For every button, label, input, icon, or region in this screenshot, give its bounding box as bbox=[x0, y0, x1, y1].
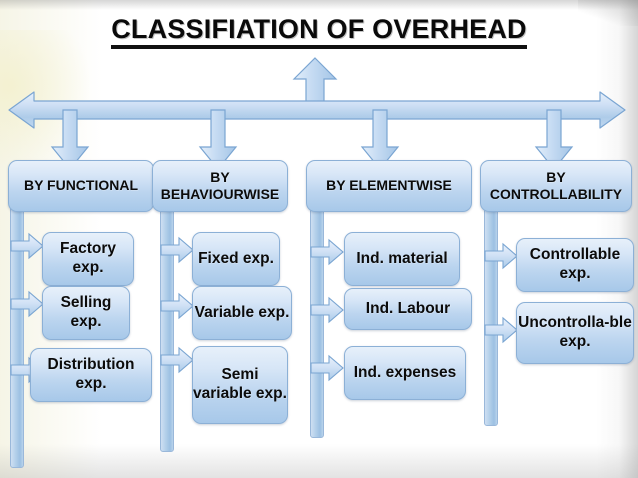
item-label: Controllable exp. bbox=[529, 246, 621, 282]
item-label: Fixed exp. bbox=[198, 249, 274, 267]
header-by-elementwise[interactable]: BY ELEMENTWISE bbox=[306, 160, 472, 212]
right-arrow-icon bbox=[310, 354, 344, 382]
header-by-functional[interactable]: BY FUNCTIONAL bbox=[8, 160, 154, 212]
header-label: BY ELEMENTWISE bbox=[326, 177, 452, 194]
right-arrow-icon bbox=[484, 242, 518, 270]
slide-title-text: CLASSIFIATION OF OVERHEAD bbox=[111, 14, 527, 49]
right-arrow-icon bbox=[484, 316, 518, 344]
item-variable-exp[interactable]: Variable exp. bbox=[192, 286, 292, 340]
item-label: Uncontrolla-ble exp. bbox=[518, 314, 632, 350]
column-spine bbox=[484, 200, 498, 426]
item-factory-exp[interactable]: Factory exp. bbox=[42, 232, 134, 286]
item-ind-expenses[interactable]: Ind. expenses bbox=[344, 346, 466, 400]
down-arrow-icon bbox=[360, 109, 400, 170]
item-label: Distribution exp. bbox=[47, 356, 135, 392]
item-semi-variable-exp[interactable]: Semi variable exp. bbox=[192, 346, 288, 424]
down-arrow-icon bbox=[198, 109, 238, 170]
right-arrow-icon bbox=[310, 238, 344, 266]
item-fixed-exp[interactable]: Fixed exp. bbox=[192, 232, 280, 286]
down-arrow-icon bbox=[50, 109, 90, 170]
item-selling-exp[interactable]: Selling exp. bbox=[42, 286, 130, 340]
item-label: Selling exp. bbox=[60, 294, 112, 330]
item-label: Variable exp. bbox=[194, 303, 290, 321]
item-label: Ind. material bbox=[356, 249, 448, 267]
item-controllable-exp[interactable]: Controllable exp. bbox=[516, 238, 634, 292]
right-arrow-icon bbox=[10, 232, 44, 260]
header-label: BY BEHAVIOURWISE bbox=[160, 168, 280, 202]
item-uncontrollable-exp[interactable]: Uncontrolla-ble exp. bbox=[516, 302, 634, 364]
right-arrow-icon bbox=[160, 236, 194, 264]
header-label: BY FUNCTIONAL bbox=[23, 177, 139, 194]
double-headed-arrow-icon bbox=[8, 91, 626, 129]
right-arrow-icon bbox=[160, 292, 194, 320]
right-arrow-icon bbox=[160, 346, 194, 374]
right-arrow-icon bbox=[310, 296, 344, 324]
item-ind-labour[interactable]: Ind. Labour bbox=[344, 288, 472, 330]
item-label: Factory exp. bbox=[60, 240, 116, 276]
item-ind-material[interactable]: Ind. material bbox=[344, 232, 460, 286]
slide-title: CLASSIFIATION OF OVERHEAD bbox=[0, 14, 638, 49]
header-by-behaviourwise[interactable]: BY BEHAVIOURWISE bbox=[152, 160, 288, 212]
header-by-controllability[interactable]: BY CONTROLLABILITY bbox=[480, 160, 632, 212]
item-label: Ind. expenses bbox=[353, 363, 457, 381]
down-arrow-icon bbox=[534, 109, 574, 170]
right-arrow-icon bbox=[10, 290, 44, 318]
item-distribution-exp[interactable]: Distribution exp. bbox=[30, 348, 152, 402]
item-label: Ind. Labour bbox=[365, 299, 451, 317]
item-label: Semi variable exp. bbox=[193, 366, 287, 402]
header-label: BY CONTROLLABILITY bbox=[489, 168, 623, 202]
